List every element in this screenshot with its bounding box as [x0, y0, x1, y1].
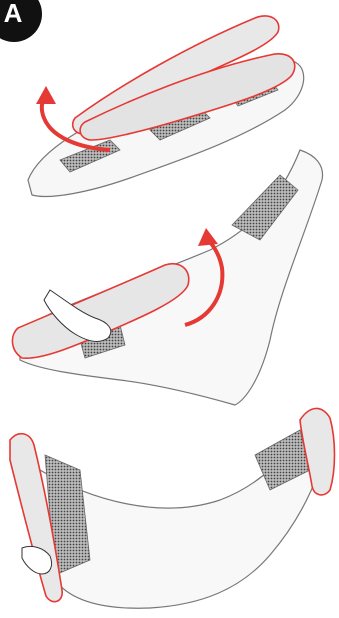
fold-arrowhead-icon: [36, 86, 56, 104]
fold-arrowhead-icon: [198, 228, 218, 246]
step-label: A: [0, 0, 28, 28]
laid-out-jacket-panel: [10, 408, 335, 608]
rolled-jacket-panel: [28, 16, 304, 197]
